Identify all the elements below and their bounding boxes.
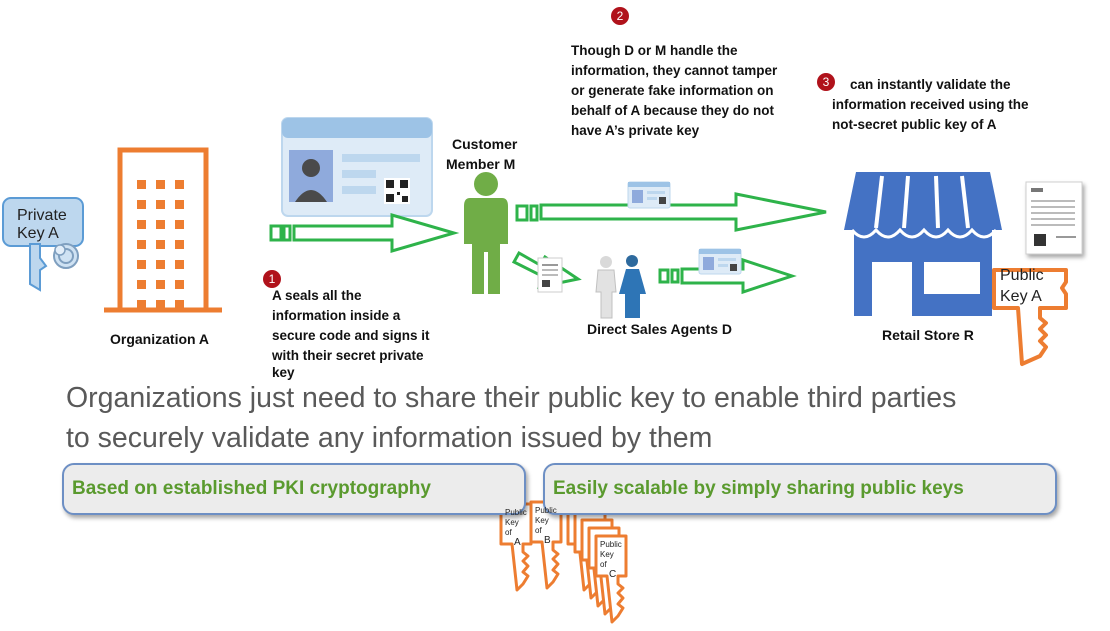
pki-cryptography-text: Based on established PKI cryptography (72, 478, 431, 499)
step-2-line-2: information, they cannot tamper (571, 63, 778, 78)
private-key-label-line2: Key A (17, 225, 59, 242)
building-window (137, 220, 146, 229)
public-key-label-line1: Public (1000, 267, 1044, 284)
mini-key-label: Public (535, 506, 557, 515)
scalable-sharing-callout: Easily scalable by simply sharing public… (543, 463, 1057, 515)
building-window (175, 240, 184, 249)
step-2-badge: 2 (611, 7, 629, 25)
customer-label-line1: Customer (452, 136, 518, 152)
mini-key-label: C (609, 569, 617, 580)
private-key-icon (2, 197, 84, 292)
mini-key-label: Public (600, 540, 622, 549)
headline-line-2: to securely validate any information iss… (66, 422, 713, 454)
arrow-org-to-customer (269, 213, 460, 253)
building-window (137, 200, 146, 209)
building-window (156, 260, 165, 269)
mini-key-label: of (600, 560, 607, 569)
building-window (156, 280, 165, 289)
building-window (156, 220, 165, 229)
step-1-line-1: A seals all the (272, 288, 362, 303)
receipt-document-icon (1025, 181, 1083, 255)
building-window (156, 240, 165, 249)
step-3-badge: 3 (817, 73, 835, 91)
arrow-customer-to-store (515, 192, 827, 232)
mini-key-label: Key (535, 516, 549, 525)
building-window (175, 220, 184, 229)
store-icon (844, 172, 1002, 316)
private-key-label-line1: Private (17, 207, 67, 224)
scalable-sharing-text: Easily scalable by simply sharing public… (553, 478, 964, 499)
step-1-line-5: key (272, 365, 295, 380)
small-card-icon (627, 181, 671, 209)
building-window (175, 280, 184, 289)
mini-key-label: B (544, 535, 551, 546)
public-key-icon (992, 268, 1068, 366)
step-2-line-5: have A’s private key (571, 123, 700, 138)
building-window (175, 300, 184, 309)
arrow-agents-to-store (658, 257, 797, 295)
step-1-line-3: secure code and signs it (272, 328, 430, 343)
document-icon (537, 257, 563, 293)
step-3-line-2: information received using the (832, 97, 1029, 112)
building-window (156, 180, 165, 189)
mini-key-label: Key (600, 550, 614, 559)
mini-public-key-icon (529, 500, 563, 590)
small-card-icon-2 (698, 248, 742, 275)
mini-key-label: A (514, 537, 521, 548)
building-window (175, 180, 184, 189)
building-window (137, 240, 146, 249)
store-label: Retail Store R (882, 327, 974, 343)
step-3-line-1: can instantly validate the (850, 77, 1011, 92)
step-3-line-3: not-secret public key of A (832, 117, 997, 132)
mini-key-label: Key (505, 518, 519, 527)
mini-key-label: of (505, 528, 512, 537)
public-keys-cluster-icon (499, 500, 628, 624)
building-window (156, 200, 165, 209)
pki-cryptography-callout: Based on established PKI cryptography (62, 463, 526, 515)
building-window (137, 280, 146, 289)
building-window (137, 180, 146, 189)
building-window (175, 200, 184, 209)
step-2-line-4: behalf of A because they do not (571, 103, 775, 118)
customer-figure-icon (464, 172, 508, 294)
building-window (156, 300, 165, 309)
agents-label: Direct Sales Agents D (587, 321, 732, 337)
building-icon (104, 147, 222, 313)
mini-key-label: of (535, 526, 542, 535)
building-window (175, 260, 184, 269)
building-window (137, 300, 146, 309)
public-key-label-line2: Key A (1000, 288, 1042, 305)
step-1-line-4: with their secret private (272, 348, 424, 363)
id-card-icon (281, 117, 433, 217)
step-1-line-2: information inside a (272, 308, 401, 323)
mini-key-label: Public (505, 508, 527, 517)
building-window (137, 260, 146, 269)
mini-public-key-icon (499, 502, 533, 592)
customer-label-line2: Member M (446, 156, 516, 172)
mini-public-key-icon (594, 534, 628, 624)
step-1-badge: 1 (263, 270, 281, 288)
organization-a-label: Organization A (110, 331, 210, 347)
step-2-line-3: or generate fake information on (571, 83, 774, 98)
step-2-line-1: Though D or M handle the (571, 43, 738, 58)
agents-figures-icon (595, 255, 646, 319)
headline-line-1: Organizations just need to share their p… (66, 382, 957, 414)
